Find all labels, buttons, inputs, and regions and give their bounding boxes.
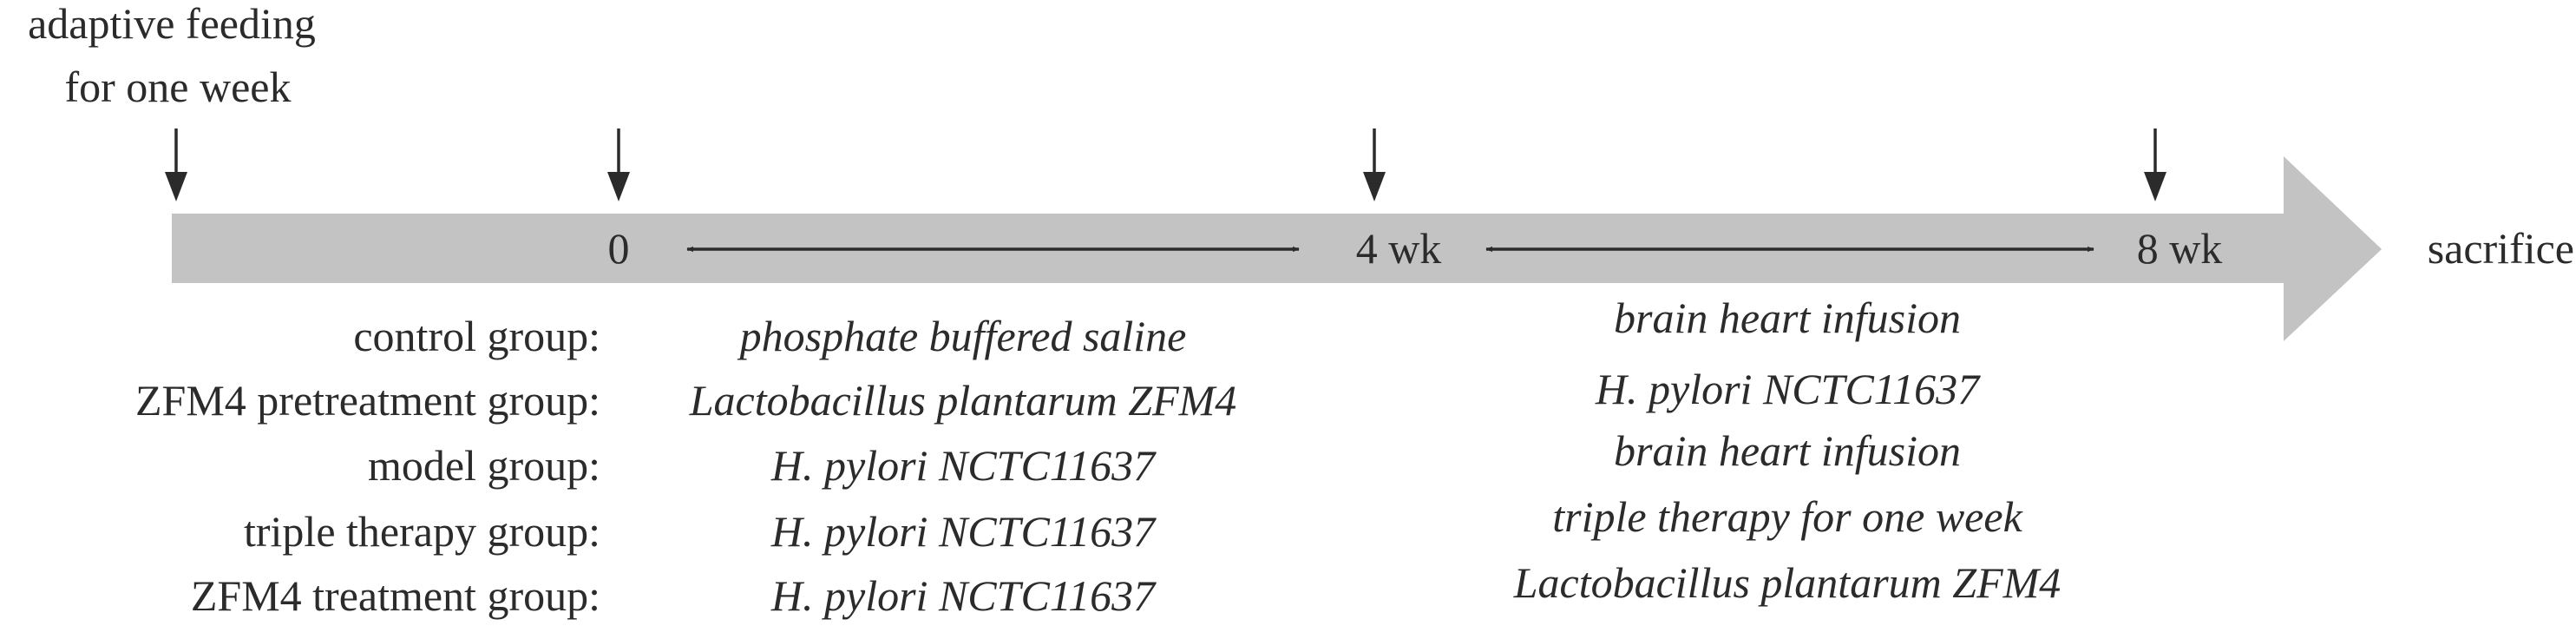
group-name: model group: (368, 441, 600, 490)
sacrifice-label: sacrifice (2428, 224, 2574, 273)
group-name: triple therapy group: (244, 507, 600, 556)
time-label-8wk: 8 wk (2137, 224, 2223, 273)
group-name: ZFM4 treatment group: (191, 571, 600, 620)
phase2-treatment: brain heart infusion (1614, 426, 1961, 475)
phase2-treatment: triple therapy for one week (1552, 492, 2022, 541)
group-row-triple-therapy: triple therapy group: H. pylori NCTC1163… (244, 492, 2023, 556)
time-label-0: 0 (608, 224, 630, 273)
phase1-treatment: phosphate buffered saline (737, 312, 1187, 360)
group-name: ZFM4 pretreatment group: (135, 376, 600, 425)
group-row-model: model group: H. pylori NCTC11637 brain h… (368, 426, 1961, 490)
phase2-treatment: brain heart infusion (1614, 293, 1961, 342)
phase2-treatment: Lactobacillus plantarum ZFM4 (1513, 558, 2061, 607)
group-name: control group: (353, 312, 600, 360)
group-row-zfm4-pretreatment: ZFM4 pretreatment group: Lactobacillus p… (135, 365, 1981, 425)
group-row-control: control group: phosphate buffered saline… (353, 293, 1961, 360)
phase1-treatment: Lactobacillus plantarum ZFM4 (689, 376, 1237, 425)
down-arrowhead-start (607, 172, 630, 201)
phase2-treatment: H. pylori NCTC11637 (1595, 365, 1981, 413)
down-arrowhead-4wk (1363, 172, 1386, 201)
phase1-treatment: H. pylori NCTC11637 (770, 441, 1157, 490)
adaptive-feeding-line2: for one week (65, 63, 292, 111)
down-arrowhead-8wk (2144, 172, 2166, 201)
group-row-zfm4-treatment: ZFM4 treatment group: H. pylori NCTC1163… (191, 558, 2061, 620)
phase1-treatment: H. pylori NCTC11637 (770, 571, 1157, 620)
time-label-4wk: 4 wk (1356, 224, 1442, 273)
adaptive-feeding-line1: adaptive feeding (28, 0, 316, 48)
down-arrowhead-adaptive (165, 172, 187, 201)
phase1-treatment: H. pylori NCTC11637 (770, 507, 1157, 556)
